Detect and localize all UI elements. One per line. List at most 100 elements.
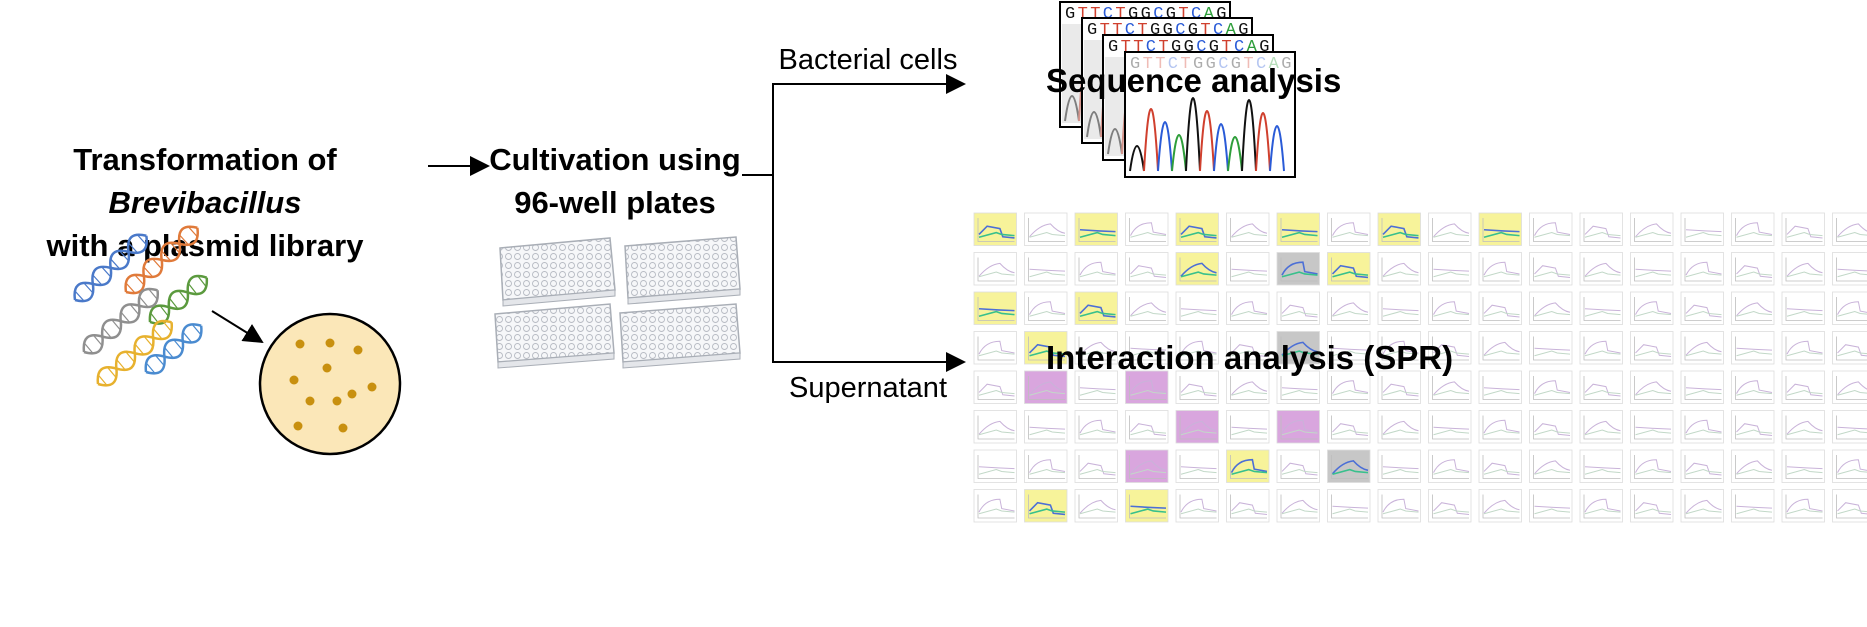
sensorgram-cell <box>1226 291 1270 325</box>
sensorgram-cell <box>973 252 1017 286</box>
dna-helix-lightblue-icon <box>144 323 203 375</box>
sensorgram-cell <box>1074 291 1118 325</box>
base-call-letter: T <box>1158 38 1168 57</box>
chromatogram-peak <box>1185 97 1201 172</box>
sensorgram-cell <box>1226 212 1270 246</box>
sensorgram-cell <box>1529 331 1573 365</box>
sensorgram-cell <box>1327 489 1371 523</box>
base-call-letter: G <box>1259 38 1269 57</box>
chromatogram-peak <box>1199 110 1215 172</box>
sensorgram-cell <box>1175 291 1219 325</box>
base-call-letter: T <box>1155 55 1165 74</box>
sensorgram-cell <box>1781 252 1825 286</box>
sensorgram-cell <box>1832 489 1867 523</box>
chromatogram-peak <box>1129 145 1145 172</box>
sensorgram-cell <box>973 331 1017 365</box>
sensorgram-cell <box>1731 212 1775 246</box>
sensorgram-cell <box>1428 449 1472 483</box>
base-call-letter: G <box>1193 55 1203 74</box>
sensorgram-cell <box>1276 410 1320 444</box>
base-call-letter: A <box>1247 38 1258 57</box>
sensorgram-cell <box>1024 212 1068 246</box>
base-call-letter: T <box>1221 38 1231 57</box>
base-call-letter: G <box>1216 5 1226 24</box>
sensorgram-cell <box>1327 212 1371 246</box>
base-call-letter: G <box>1209 38 1219 57</box>
base-call-letter: G <box>1128 5 1138 24</box>
base-call-letter: G <box>1163 21 1173 40</box>
sensorgram-cell <box>1630 370 1674 404</box>
sensorgram-cell <box>1377 449 1421 483</box>
sensorgram-cell <box>1579 489 1623 523</box>
base-call-letter: C <box>1125 21 1135 40</box>
sensorgram-cell <box>1276 370 1320 404</box>
dna-helix-green-icon <box>148 274 209 325</box>
base-call-letter: G <box>1087 21 1097 40</box>
base-call-letter: C <box>1218 55 1228 74</box>
chromatogram-peak <box>1269 125 1285 172</box>
sensorgram-cell <box>1832 410 1867 444</box>
spr-sensorgram-grid <box>973 212 1867 523</box>
sensorgram-cell <box>1731 489 1775 523</box>
sensorgram-cell <box>1125 291 1169 325</box>
organism-name: Brevibacillus <box>108 185 302 220</box>
sensorgram-cell <box>973 410 1017 444</box>
base-call-letter: C <box>1196 38 1206 57</box>
sensorgram-cell <box>1630 291 1674 325</box>
sensorgram-cell <box>1377 370 1421 404</box>
base-call-letter: A <box>1226 21 1237 40</box>
sensorgram-cell <box>1781 331 1825 365</box>
sensorgram-cell <box>1680 252 1724 286</box>
base-call-letter: T <box>1180 55 1190 74</box>
sensorgram-cell <box>1327 410 1371 444</box>
base-call-letter: A <box>1269 55 1280 74</box>
sensorgram-cell <box>973 370 1017 404</box>
sensorgram-cell <box>973 489 1017 523</box>
sensorgram-cell <box>1024 449 1068 483</box>
dna-helix-orange-icon <box>124 225 199 295</box>
sensorgram-cell <box>1832 291 1867 325</box>
sensorgram-cell <box>1428 489 1472 523</box>
sensorgram-cell <box>1125 410 1169 444</box>
sensorgram-cell <box>1428 212 1472 246</box>
sensorgram-cell <box>1428 291 1472 325</box>
base-call-letter: T <box>1100 21 1110 40</box>
sensorgram-cell <box>973 291 1017 325</box>
base-call-letter: C <box>1191 5 1201 24</box>
arrow-to-colony-plate <box>211 310 264 344</box>
sensorgram-cell <box>1327 370 1371 404</box>
sensorgram-cell <box>1024 252 1068 286</box>
sensorgram-cell <box>1832 252 1867 286</box>
sensorgram-cell <box>1377 291 1421 325</box>
sensorgram-cell <box>1024 291 1068 325</box>
well-plate-icon <box>624 236 741 305</box>
sensorgram-cell <box>1327 252 1371 286</box>
chromatogram-peak <box>1213 123 1229 172</box>
supernatant-label: Supernatant <box>788 372 947 404</box>
sensorgram-cell <box>1377 489 1421 523</box>
transformation-label: Transformation of Brevibacillus with a p… <box>0 138 410 267</box>
arrow-to-interaction <box>772 175 966 372</box>
base-call-letter: T <box>1137 21 1147 40</box>
sensorgram-cell <box>1781 212 1825 246</box>
sensorgram-cell <box>1579 212 1623 246</box>
dna-helix-blue-icon <box>73 233 148 303</box>
chromatogram-peak <box>1255 112 1271 172</box>
base-call-letter: C <box>1175 21 1185 40</box>
sensorgram-cell <box>1175 489 1219 523</box>
sensorgram-cell <box>1731 449 1775 483</box>
sensorgram-cell <box>1529 291 1573 325</box>
sensorgram-cell <box>1276 212 1320 246</box>
base-call-letter: C <box>1103 5 1113 24</box>
sensorgram-cell <box>1579 370 1623 404</box>
arrow-to-sequence <box>742 74 966 176</box>
sensorgram-cell <box>1579 291 1623 325</box>
sensorgram-cell <box>1781 489 1825 523</box>
base-call-letter: T <box>1115 5 1125 24</box>
sensorgram-cell <box>1680 410 1724 444</box>
sensorgram-cell <box>1327 449 1371 483</box>
sensorgram-cell <box>1781 449 1825 483</box>
sensorgram-cell <box>1276 489 1320 523</box>
sensorgram-cell <box>1175 252 1219 286</box>
